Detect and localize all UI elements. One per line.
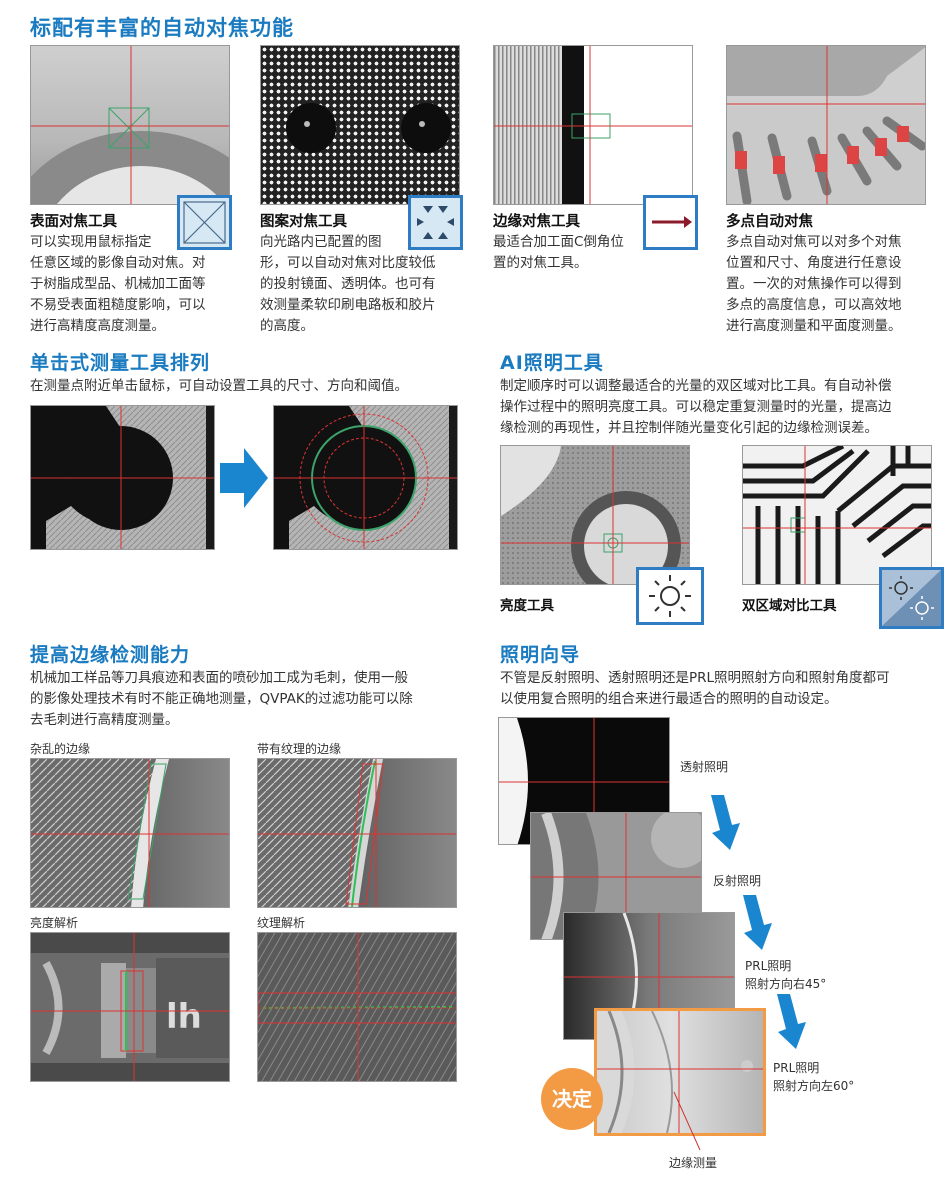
pattern-focus-desc-4: 效测量柔软印刷电路板和胶片 <box>260 297 436 313</box>
textured-edge-photo <box>257 758 457 908</box>
caption-brightness-analysis: 亮度解析 <box>30 916 79 930</box>
multipoint-focus-title: 多点自动对焦 <box>726 214 813 230</box>
edge-detection-desc-3: 去毛刺进行高精度测量。 <box>30 712 179 728</box>
step-prl-left-60: 照射方向左60° <box>773 1079 855 1093</box>
step-reflected: 反射照明 <box>713 874 762 888</box>
brightness-icon <box>636 567 704 625</box>
dual-area-tool-photo <box>742 445 932 585</box>
step-prl-1: PRL照明 <box>745 959 792 973</box>
surface-focus-desc-5: 进行高精度高度测量。 <box>30 318 165 334</box>
section-title-autofocus: 标配有丰富的自动对焦功能 <box>30 16 294 40</box>
lighting-wizard-desc-2: 以使用复合照明的组合来进行最适合的照明的自动设定。 <box>500 691 838 707</box>
multipoint-focus-desc-3: 置。一次的对焦操作可以得到 <box>726 276 902 292</box>
surface-focus-title: 表面对焦工具 <box>30 214 117 230</box>
brightness-analysis-photo: lh <box>30 932 230 1082</box>
surface-focus-icon <box>177 195 232 250</box>
dual-area-icon <box>879 567 944 629</box>
multipoint-focus-desc-1: 多点自动对焦可以对多个对焦 <box>726 234 902 250</box>
surface-focus-desc-4: 不易受表面粗糙度影响，可以 <box>30 297 206 313</box>
multipoint-focus-desc-5: 进行高度测量和平面度测量。 <box>726 318 902 334</box>
click-tool-before-photo <box>30 405 215 550</box>
multipoint-focus-photo <box>726 45 926 205</box>
pattern-focus-desc-1: 向光路内已配置的图 <box>260 234 382 250</box>
edge-focus-desc-2: 置的对焦工具。 <box>493 255 588 271</box>
pattern-focus-title: 图案对焦工具 <box>260 214 347 230</box>
surface-focus-desc-1: 可以实现用鼠标指定 <box>30 234 152 250</box>
edge-focus-photo <box>493 45 693 205</box>
ai-lighting-desc-2: 操作过程中的照明亮度工具。可以稳定重复测量时的光量，提高边 <box>500 399 892 415</box>
svg-text:lh: lh <box>166 997 202 1037</box>
section-title-click-tool: 单击式测量工具排列 <box>30 352 211 374</box>
section-title-ai-lighting: AI照明工具 <box>500 352 604 374</box>
caption-texture-analysis: 纹理解析 <box>257 916 306 930</box>
ai-lighting-desc-1: 制定顺序时可以调整最适合的光量的双区域对比工具。有自动补偿 <box>500 378 892 394</box>
step-transmitted: 透射照明 <box>680 760 729 774</box>
surface-focus-desc-2: 任意区域的影像自动对焦。对 <box>30 255 206 271</box>
ai-lighting-desc-3: 缘检测的再现性，并且控制伴随光量变化引起的边缘检测误差。 <box>500 420 878 436</box>
pattern-focus-icon <box>408 195 463 250</box>
edge-detection-desc-2: 的影像处理技术有时不能正确地测量，QVPAK的过滤功能可以除 <box>30 691 413 707</box>
edge-measure-leader <box>670 1090 730 1156</box>
decision-badge <box>541 1068 603 1130</box>
pattern-focus-photo <box>260 45 460 205</box>
brightness-tool-label: 亮度工具 <box>500 598 554 614</box>
edge-focus-icon <box>643 195 698 250</box>
edge-measure-label: 边缘测量 <box>669 1156 718 1170</box>
section-title-lighting-wizard: 照明向导 <box>500 644 581 666</box>
step-arrow-2 <box>738 895 774 954</box>
step-prl-right-45: 照射方向右45° <box>745 977 827 991</box>
surface-focus-photo <box>30 45 230 205</box>
edge-focus-title: 边缘对焦工具 <box>493 214 580 230</box>
click-tool-desc: 在测量点附近单击鼠标，可自动设置工具的尺寸、方向和阈值。 <box>30 378 408 394</box>
click-tool-after-photo <box>273 405 458 550</box>
surface-focus-desc-3: 于树脂成型品、机械加工面等 <box>30 276 206 292</box>
caption-messy-edge: 杂乱的边缘 <box>30 742 91 756</box>
pattern-focus-desc-5: 的高度。 <box>260 318 314 334</box>
pattern-focus-desc-3: 的投射镜面、透明体。也可有 <box>260 276 436 292</box>
dual-area-tool-label: 双区域对比工具 <box>742 598 837 614</box>
caption-textured-edge: 带有纹理的边缘 <box>257 742 342 756</box>
pattern-focus-desc-2: 形，可以自动对焦对比度较低 <box>260 255 436 271</box>
multipoint-focus-desc-4: 多点的高度信息，可以高效地 <box>726 297 902 313</box>
texture-analysis-photo <box>257 932 457 1082</box>
lighting-wizard-desc-1: 不管是反射照明、透射照明还是PRL照明照射方向和照射角度都可 <box>500 670 890 686</box>
prl-left-photo <box>594 1008 766 1136</box>
step-prl-2: PRL照明 <box>773 1061 820 1075</box>
edge-detection-desc-1: 机械加工样品等刀具痕迹和表面的喷砂加工成为毛刺，使用一般 <box>30 670 408 686</box>
messy-edge-photo <box>30 758 230 908</box>
step-arrow-3 <box>772 994 808 1053</box>
edge-focus-desc-1: 最适合加工面C倒角位 <box>493 234 624 250</box>
decision-badge-label: 决定 <box>552 1087 592 1111</box>
click-tool-arrow <box>220 448 268 512</box>
brightness-tool-photo <box>500 445 690 585</box>
section-title-edge-detection: 提高边缘检测能力 <box>30 644 191 666</box>
step-arrow-1 <box>706 795 742 854</box>
multipoint-focus-desc-2: 位置和尺寸、角度进行任意设 <box>726 255 902 271</box>
